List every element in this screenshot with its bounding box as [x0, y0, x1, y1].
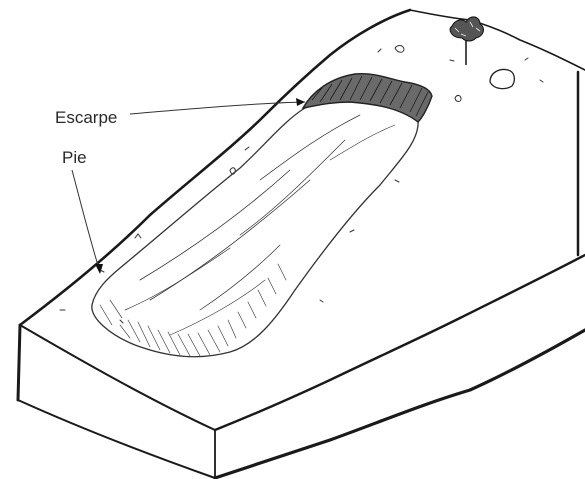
- label-foot-group: Pie: [62, 148, 103, 274]
- foot-leader-line: [72, 170, 100, 272]
- label-foot: Pie: [62, 148, 87, 167]
- front-left-edge: [18, 325, 20, 400]
- boulder: [490, 70, 514, 89]
- label-scarp: Escarpe: [55, 108, 117, 127]
